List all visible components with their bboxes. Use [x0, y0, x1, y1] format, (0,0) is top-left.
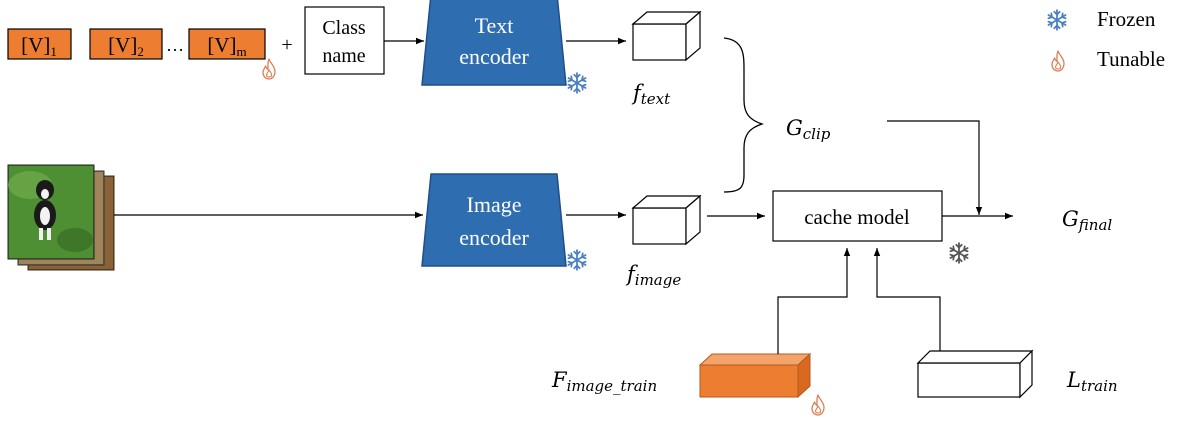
image-encoder-line1: Image	[467, 192, 522, 217]
brace	[723, 37, 765, 193]
svg-text:[V]2: [V]2	[108, 33, 144, 59]
prompt-token-2: [V]2	[89, 28, 163, 60]
legend: Frozen Tunable	[1047, 7, 1165, 72]
flame-icon	[1051, 50, 1065, 72]
class-name-line1: Class	[322, 17, 366, 39]
class-name-line2: name	[322, 45, 365, 67]
token-ellipsis: …	[166, 35, 184, 55]
text-encoder-line2: encoder	[459, 44, 529, 69]
f-image-train-label: Fimage_train	[551, 368, 657, 395]
snowflake-icon	[1047, 9, 1067, 31]
cache-model-box: cache model	[772, 190, 943, 242]
flame-icon	[811, 394, 825, 416]
token-1-base: [V]	[21, 33, 50, 57]
f-text-cube	[631, 10, 702, 62]
prompt-token-1: [V]1	[7, 28, 72, 60]
token-2-base: [V]	[108, 33, 137, 57]
token-m-base: [V]	[207, 33, 236, 57]
arrow-ftrain-to-cache	[777, 248, 851, 354]
flame-icon	[262, 58, 276, 80]
snowflake-icon	[949, 242, 969, 264]
svg-text:[V]m: [V]m	[207, 33, 246, 59]
arrow-gclip-to-output	[887, 120, 983, 215]
svg-text:[V]1: [V]1	[21, 33, 57, 59]
text-encoder-line1: Text	[475, 13, 514, 38]
l-train-block	[916, 349, 1034, 399]
token-2-sub: 2	[137, 44, 144, 59]
plus-sign: +	[281, 34, 292, 56]
l-train-label: Ltrain	[1066, 368, 1118, 395]
class-name-box: Class name	[304, 6, 385, 75]
token-1-sub: 1	[50, 44, 57, 59]
arrow-ltrain-to-cache	[873, 248, 941, 351]
input-image-stack	[7, 164, 115, 271]
snowflake-icon	[567, 249, 587, 271]
text-encoder: Text encoder	[421, 0, 567, 86]
token-m-sub: m	[237, 44, 247, 59]
legend-tunable-label: Tunable	[1097, 47, 1165, 71]
f-text-label: ftext	[631, 81, 671, 108]
f-image-train-block	[698, 352, 812, 399]
prompt-token-m: [V]m	[188, 28, 266, 60]
image-encoder: Image encoder	[421, 173, 567, 267]
image-encoder-line2: encoder	[459, 225, 529, 250]
g-final-label: Gfinal	[1062, 207, 1112, 234]
f-image-label: fimage	[625, 262, 681, 289]
g-clip-label: Gclip	[786, 116, 831, 143]
f-image-cube	[631, 194, 702, 246]
snowflake-icon	[567, 72, 587, 94]
cache-model-label: cache model	[804, 205, 910, 229]
legend-frozen-label: Frozen	[1097, 7, 1156, 31]
